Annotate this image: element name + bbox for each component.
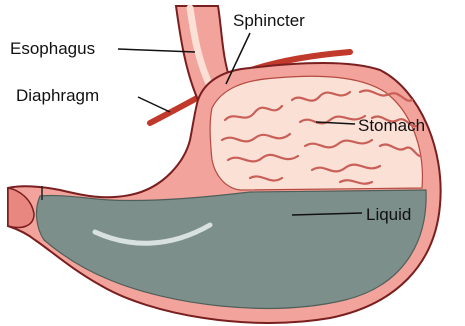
label-stomach: Stomach xyxy=(358,117,425,134)
label-esophagus: Esophagus xyxy=(10,40,95,57)
leader-diaphragm xyxy=(138,97,170,112)
label-sphincter: Sphincter xyxy=(233,12,305,29)
label-diaphragm: Diaphragm xyxy=(16,87,99,104)
label-liquid: Liquid xyxy=(366,206,411,223)
